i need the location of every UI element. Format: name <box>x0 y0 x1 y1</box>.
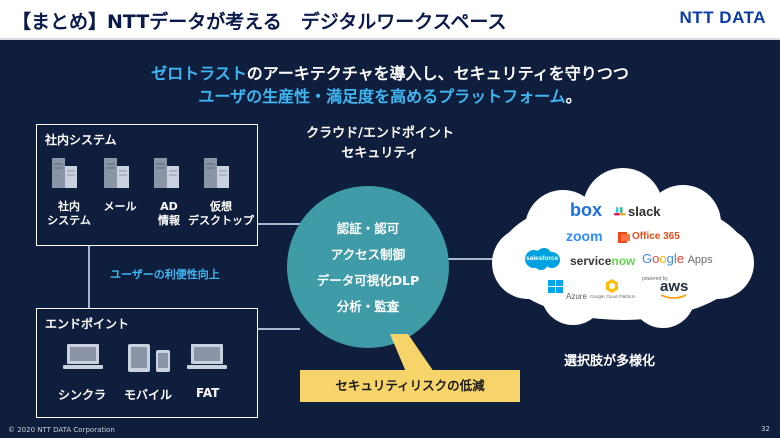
salesforce-logo: salesforce <box>526 255 559 262</box>
connector-vertical <box>88 246 90 308</box>
laptop-icon <box>63 344 103 369</box>
powered-by-label: powered by <box>642 276 668 282</box>
endpoint-title: エンドポイント <box>45 317 130 331</box>
office365-logo: Office 365 <box>632 231 680 242</box>
cloud-security-line-2: セキュリティ <box>341 146 419 161</box>
server-label-line: システム <box>47 214 91 227</box>
ntt-data-logo: NTT DATA <box>679 8 766 27</box>
server-label-vdi: 仮想 デスクトップ <box>188 200 254 228</box>
server-label-line: デスクトップ <box>188 214 254 227</box>
slide-title: 【まとめ】NTTデータが考える デジタルワークスペース <box>12 11 507 33</box>
laptop-icon <box>187 344 227 369</box>
server-icon <box>204 158 229 188</box>
google-cloud-logo: Google Cloud Platform <box>590 294 636 299</box>
cloud-endpoint-security-label: クラウド/エンドポイント セキュリティ <box>300 124 460 164</box>
mobile-devices-icon <box>128 344 170 372</box>
headline: ゼロトラストのアーキテクチャを導入し、セキュリティを守りつつ ユーザの生産性・満… <box>0 62 780 108</box>
server-label-line: AD <box>160 200 178 213</box>
page-number: 32 <box>761 425 770 433</box>
google-apps-text: Apps <box>687 254 713 266</box>
server-label-mail: メール <box>98 200 142 214</box>
slide-header: 【まとめ】NTTデータが考える デジタルワークスペース NTT DATA <box>0 0 780 40</box>
function-data-visibility-dlp: データ可視化DLP <box>316 273 420 288</box>
connector-endpoint-to-circle <box>258 328 300 330</box>
device-label-fat: FAT <box>196 386 220 400</box>
server-label-line: 情報 <box>158 214 180 227</box>
google-apps-logo: Google Apps <box>642 251 713 266</box>
usability-label: ユーザーの利便性向上 <box>110 268 220 281</box>
slack-logo: slack <box>628 204 661 219</box>
servicenow-text: service <box>570 254 612 268</box>
server-icon <box>104 158 129 188</box>
office-icon <box>618 232 630 243</box>
servicenow-now: now <box>611 254 636 268</box>
headline-line-1: ゼロトラストのアーキテクチャを導入し、セキュリティを守りつつ <box>0 62 780 85</box>
server-label-ad: AD 情報 <box>148 200 190 228</box>
server-label-internal: 社内 システム <box>46 200 92 228</box>
server-icon <box>154 158 179 188</box>
device-label-thin-client: シンクラ <box>58 388 107 402</box>
headline-text-1: のアーキテクチャを導入し、セキュリティを守りつつ <box>246 64 629 83</box>
headline-text-2: 。 <box>565 87 582 106</box>
connector-internal-to-circle <box>258 223 300 225</box>
headline-emphasis-1: ゼロトラスト <box>151 64 247 83</box>
server-icon <box>52 158 77 188</box>
headline-line-2: ユーザの生産性・満足度を高めるプラットフォーム。 <box>0 85 780 108</box>
diversified-choices-label: 選択肢が多様化 <box>564 354 656 369</box>
function-authentication: 認証・認可 <box>336 221 400 236</box>
device-label-mobile: モバイル <box>124 388 173 402</box>
azure-logo: Azure <box>566 292 587 301</box>
azure-icon <box>548 280 563 293</box>
servicenow-logo: servicenow <box>570 254 635 268</box>
salesforce-icon <box>525 248 560 270</box>
function-access-control: アクセス制御 <box>330 247 406 262</box>
internal-systems-title: 社内システム <box>45 133 117 147</box>
slack-icon <box>614 207 626 216</box>
aws-smile-icon <box>660 294 687 299</box>
risk-reduction-callout: セキュリティリスクの低減 <box>300 370 520 402</box>
server-label-line: 社内 <box>58 200 80 213</box>
cloud-security-line-1: クラウド/エンドポイント <box>306 126 454 141</box>
google-cloud-icon <box>606 279 618 293</box>
box-logo: box <box>570 200 603 220</box>
zoom-logo: zoom <box>566 228 603 244</box>
server-label-line: 仮想 <box>210 200 232 213</box>
server-label-line: メール <box>103 200 137 213</box>
function-analytics-audit: 分析・監査 <box>336 299 400 314</box>
security-functions-circle <box>287 186 449 348</box>
aws-logo: aws <box>660 278 689 295</box>
connector-circle-to-cloud <box>448 258 500 260</box>
headline-emphasis-2: ユーザの生産性・満足度を高めるプラットフォーム <box>198 87 566 106</box>
copyright: © 2020 NTT DATA Corporation <box>8 426 115 434</box>
